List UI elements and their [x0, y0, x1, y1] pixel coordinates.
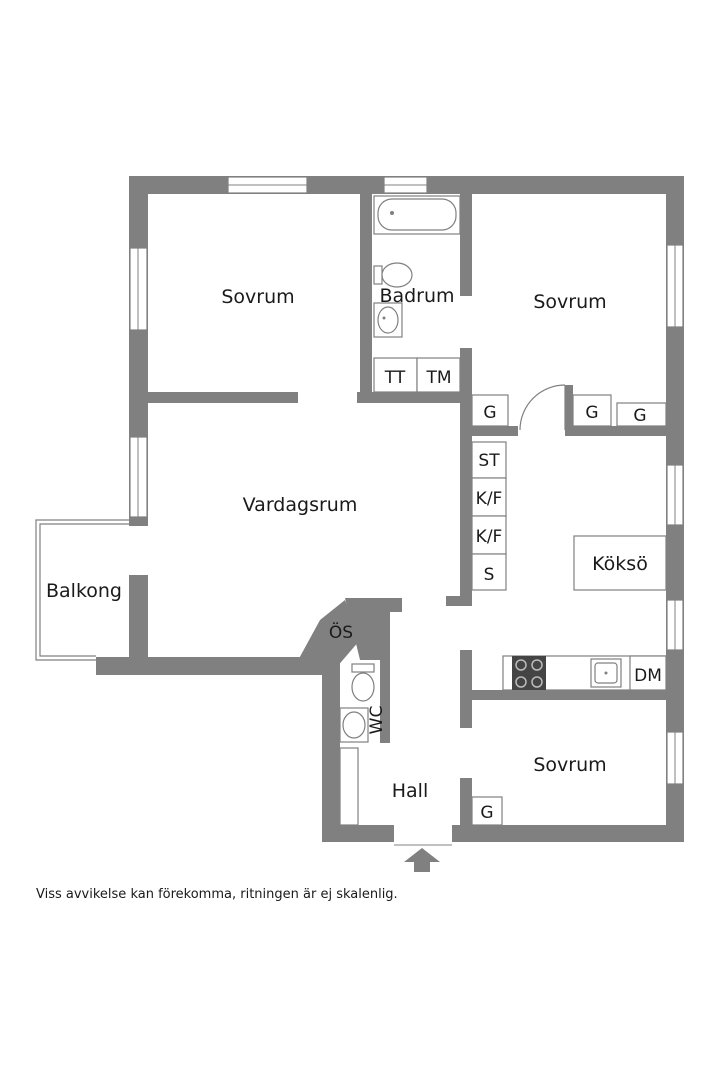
room-label-kokso: Köksö	[592, 553, 648, 575]
label-g: G	[633, 406, 646, 426]
label-dm: DM	[634, 666, 662, 686]
room-label-badrum: Badrum	[379, 285, 454, 307]
room-label-vardagsrum: Vardagsrum	[243, 494, 358, 516]
stove-icon	[512, 656, 546, 690]
room-label-sovrum: Sovrum	[533, 754, 606, 776]
label-g: G	[480, 803, 493, 823]
label-kf: K/F	[476, 527, 503, 547]
wc-sink-icon	[339, 707, 369, 743]
wc-toilet-icon	[351, 663, 375, 702]
label-s: S	[484, 565, 495, 585]
windows	[129, 176, 684, 785]
room-label-sovrum: Sovrum	[533, 291, 606, 313]
entrance-arrow-icon	[394, 844, 452, 872]
label-g: G	[483, 403, 496, 423]
hall-wardrobe	[339, 747, 359, 826]
label-tm: TM	[425, 368, 451, 388]
room-label-balkong: Balkong	[46, 580, 122, 602]
label-tt: TT	[384, 368, 406, 388]
sink-icon	[373, 302, 403, 338]
label-st: ST	[478, 451, 500, 471]
bathtub-icon	[373, 195, 461, 235]
label-g: G	[585, 403, 598, 423]
kitchen-island	[573, 535, 667, 591]
door-swing	[519, 384, 566, 431]
balcony	[35, 519, 129, 661]
room-label-sovrum: Sovrum	[221, 286, 294, 308]
label-kf: K/F	[476, 489, 503, 509]
disclaimer-text: Viss avvikelse kan förekomma, ritningen …	[36, 887, 398, 902]
closets	[471, 394, 667, 826]
room-label-hall: Hall	[392, 780, 429, 802]
kitchen-sink-icon	[590, 658, 622, 688]
laundry-cabinets	[373, 357, 461, 393]
room-label-wc: WC	[367, 706, 387, 735]
label-os: ÖS	[329, 621, 353, 643]
toilet-icon	[373, 262, 413, 288]
